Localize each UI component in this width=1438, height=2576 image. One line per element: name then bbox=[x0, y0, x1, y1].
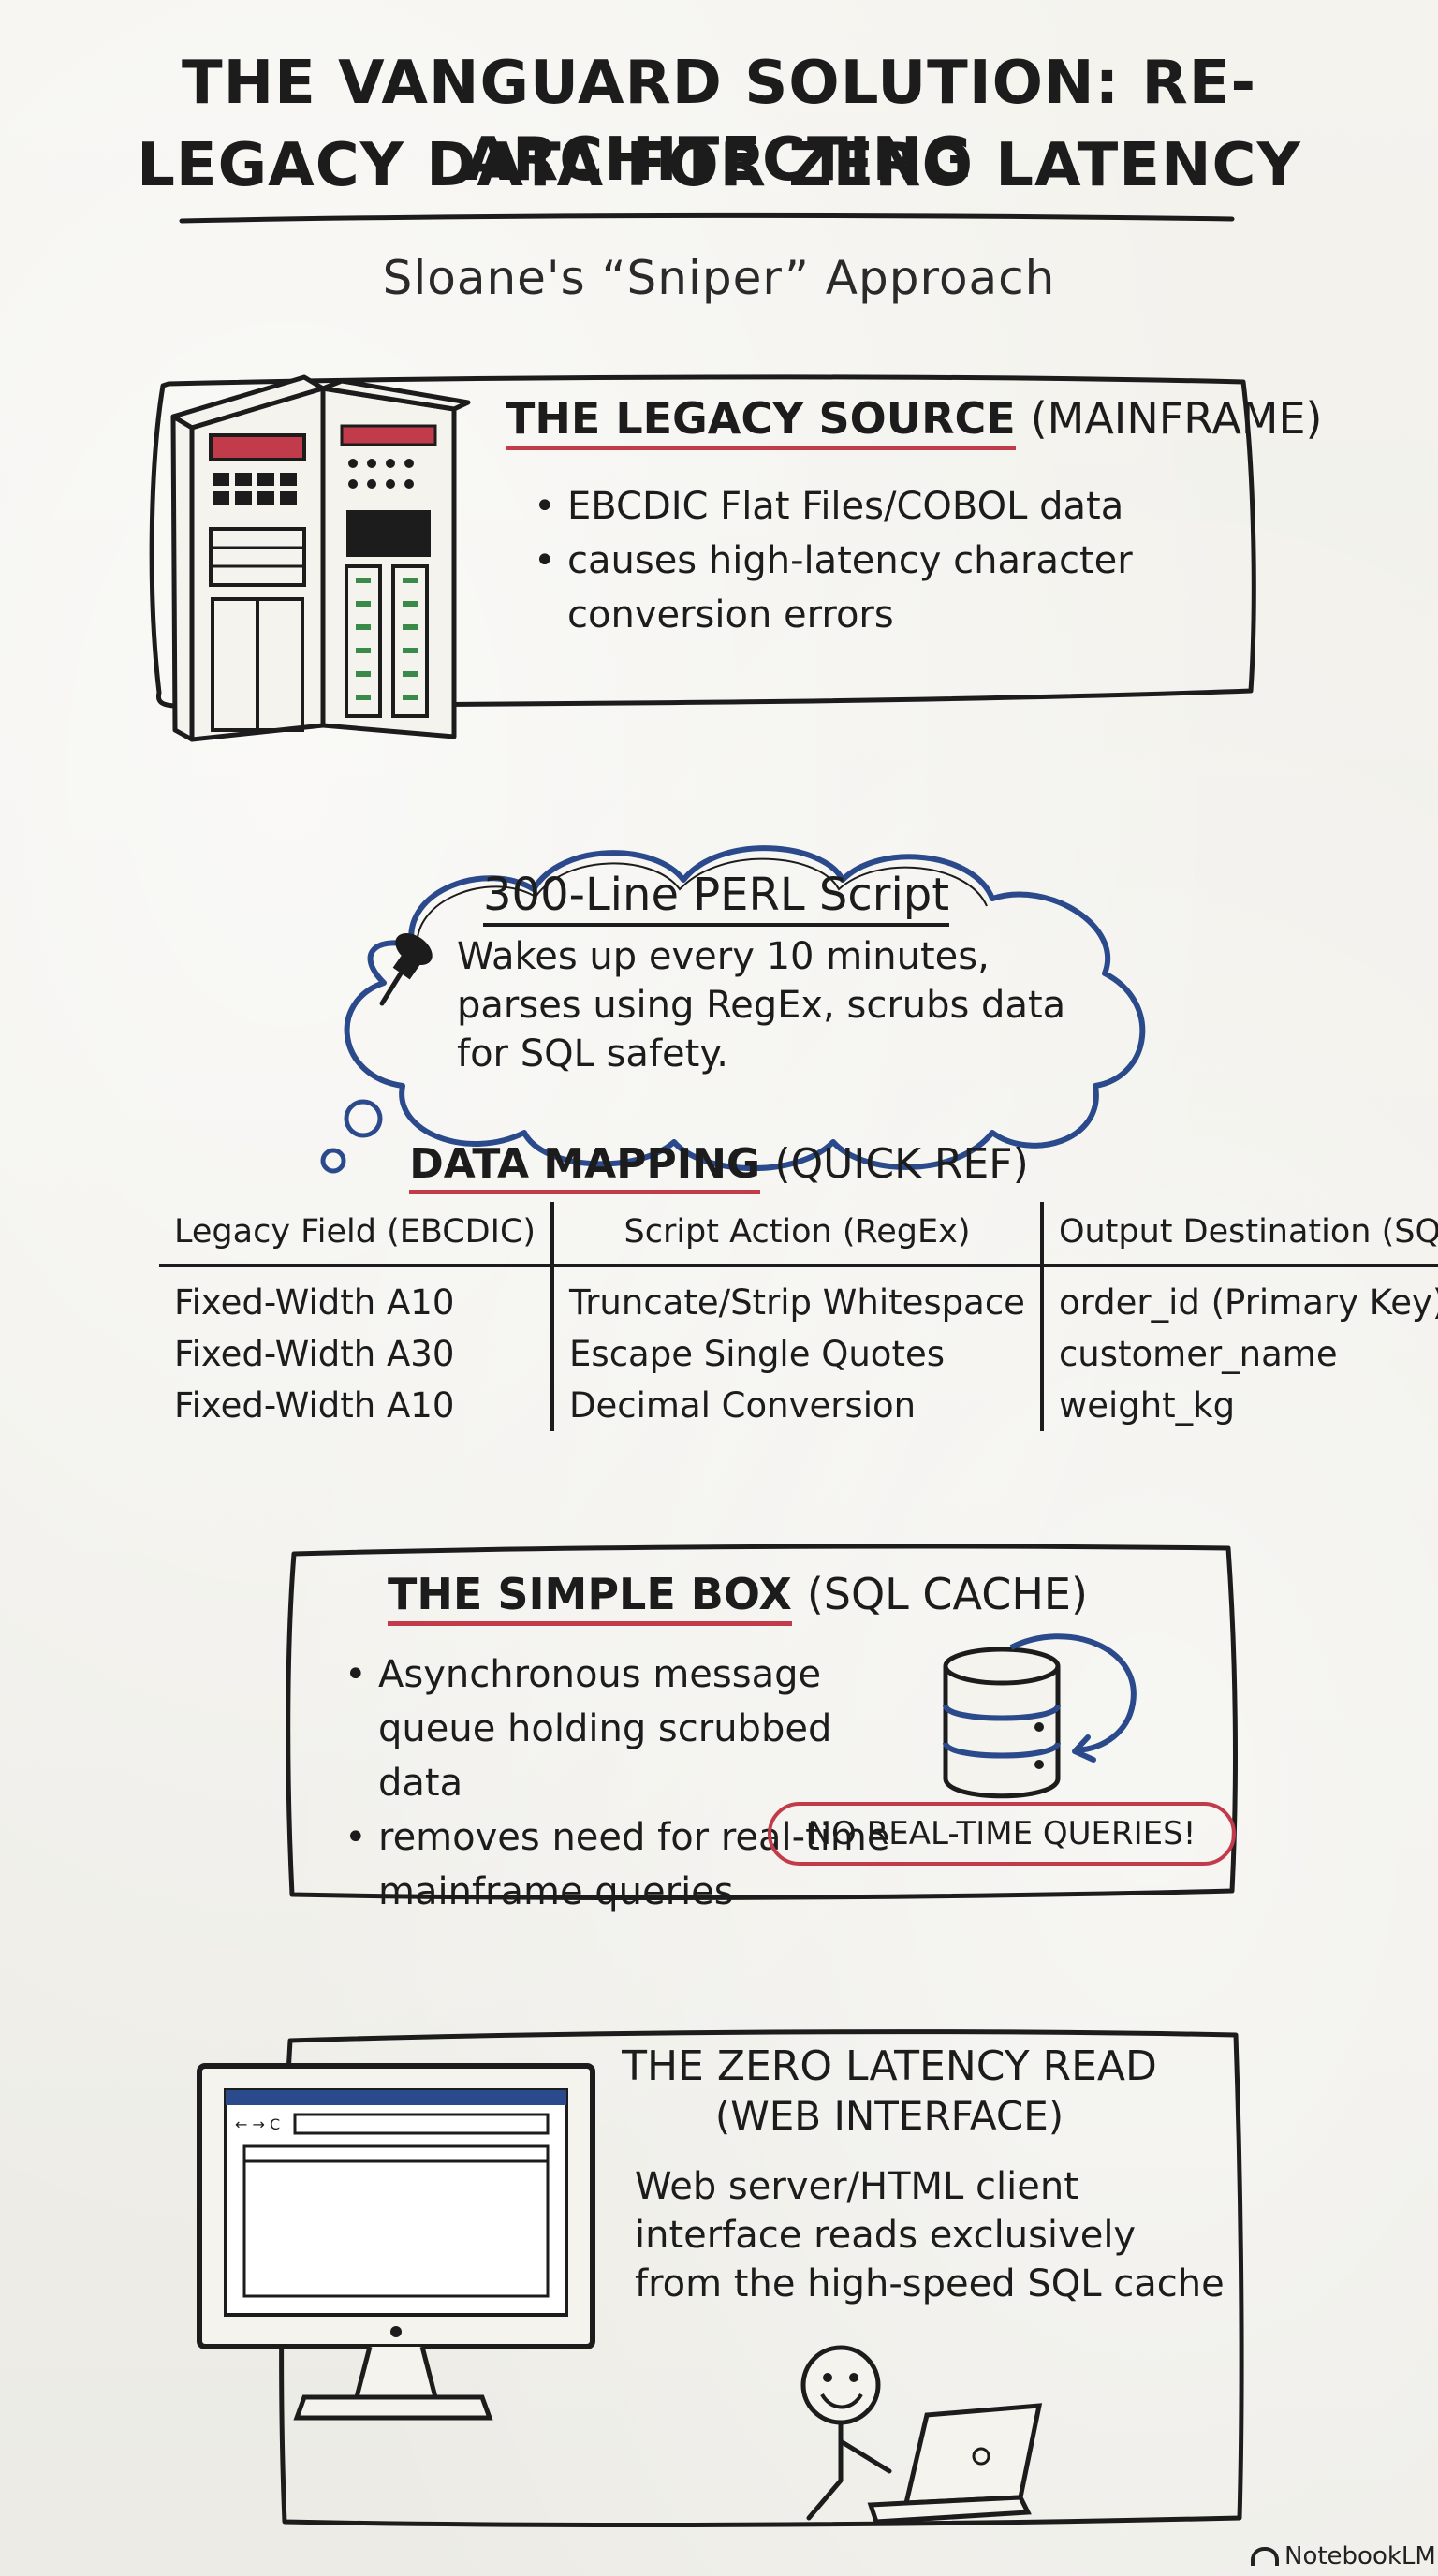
database-icon bbox=[943, 1633, 1137, 1799]
perl-script-heading: 300-Line PERL Script bbox=[483, 869, 950, 927]
person-laptop-icon bbox=[800, 2345, 1043, 2525]
simple-box-title-paren: (SQL Cache) bbox=[806, 1569, 1088, 1619]
legacy-source-bullet: causes high-latency character conversion… bbox=[534, 534, 1189, 642]
simple-box-frame bbox=[286, 1544, 1238, 1900]
data-mapping-title: Data Mapping bbox=[409, 1140, 761, 1194]
column-header: Script Action (RegEx) bbox=[550, 1202, 1042, 1267]
perl-script-heading-wrap: 300-Line PERL Script bbox=[483, 869, 950, 927]
mainframe-icon bbox=[170, 374, 471, 742]
subtitle: Sloane's “Sniper” Approach bbox=[382, 251, 1056, 305]
table-cell: Fixed-Width A10 bbox=[174, 1385, 455, 1426]
perl-script-body: Wakes up every 10 minutes, parses using … bbox=[457, 935, 1066, 1076]
simple-box-bullet: Asynchronous message queue holding scrub… bbox=[345, 1647, 906, 1810]
table-cell: customer_name bbox=[1039, 1328, 1438, 1380]
title-underline bbox=[179, 212, 1235, 224]
table-header-row: Legacy Field (EBCDIC) Script Action (Reg… bbox=[159, 1202, 1438, 1267]
svg-text:← → C: ← → C bbox=[235, 2115, 280, 2133]
legacy-source-bullet: EBCDIC Flat Files/COBOL data bbox=[534, 479, 1189, 534]
page-title-line1: The VanGuard Solution: Re-Architecting bbox=[181, 49, 1257, 195]
simple-box-heading: The Simple Box (SQL Cache) bbox=[388, 1569, 1088, 1626]
column-header: Legacy Field (EBCDIC) bbox=[159, 1202, 553, 1267]
data-mapping-title-paren: (Quick Ref) bbox=[774, 1140, 1029, 1188]
notebooklm-icon bbox=[1251, 2547, 1279, 2566]
simple-box-bullets: Asynchronous message queue holding scrub… bbox=[345, 1647, 906, 1919]
computer-monitor-icon: ← → C bbox=[197, 2063, 595, 2421]
data-mapping-table: Legacy Field (EBCDIC) Script Action (Reg… bbox=[159, 1202, 1438, 1431]
table-cell: Escape Single Quotes bbox=[550, 1328, 1042, 1380]
legacy-source-title: The Legacy Source bbox=[506, 393, 1016, 450]
table-row: Fixed-Width A10 Decimal Conversion weigh… bbox=[159, 1380, 1438, 1431]
data-mapping-heading: Data Mapping (Quick Ref) bbox=[0, 1140, 1438, 1194]
table-cell: weight_kg bbox=[1039, 1380, 1438, 1431]
table-row: Fixed-Width A30 Escape Single Quotes cus… bbox=[159, 1328, 1438, 1380]
page-title-line2: Legacy Data for Zero Latency bbox=[137, 131, 1301, 200]
pushpin-icon bbox=[379, 932, 433, 1006]
table-cell: Truncate/Strip Whitespace bbox=[550, 1266, 1042, 1328]
table-cell: order_id (Primary Key) bbox=[1039, 1266, 1438, 1328]
footer-logo-text: NotebookLM bbox=[1284, 2542, 1436, 2570]
thought-cloud bbox=[320, 845, 1146, 1174]
no-real-time-queries-badge: No Real-Time Queries! bbox=[768, 1802, 1236, 1866]
zero-latency-heading-line2: (Web Interface) bbox=[714, 2093, 1064, 2139]
legacy-source-title-paren: (Mainframe) bbox=[1030, 393, 1323, 444]
zero-latency-body: Web server/HTML client interface reads e… bbox=[635, 2165, 1225, 2305]
simple-box-title: The Simple Box bbox=[388, 1569, 792, 1626]
table-cell: Decimal Conversion bbox=[550, 1380, 1042, 1431]
table-row: Fixed-Width A10 Truncate/Strip Whitespac… bbox=[159, 1266, 1438, 1328]
table-cell: Fixed-Width A30 bbox=[174, 1334, 455, 1374]
zero-latency-heading-line1: The Zero Latency Read bbox=[622, 2042, 1157, 2090]
zero-latency-frame bbox=[279, 2029, 1244, 2527]
legacy-source-heading: The Legacy Source (Mainframe) bbox=[506, 393, 1323, 450]
column-header: Output Destination (SQL) bbox=[1039, 1202, 1438, 1267]
table-cell: Fixed-Width A10 bbox=[174, 1282, 455, 1323]
legacy-source-frame bbox=[149, 374, 1256, 709]
footer-logo: NotebookLM bbox=[1251, 2542, 1436, 2570]
legacy-source-bullets: EBCDIC Flat Files/COBOL data causes high… bbox=[534, 479, 1189, 642]
